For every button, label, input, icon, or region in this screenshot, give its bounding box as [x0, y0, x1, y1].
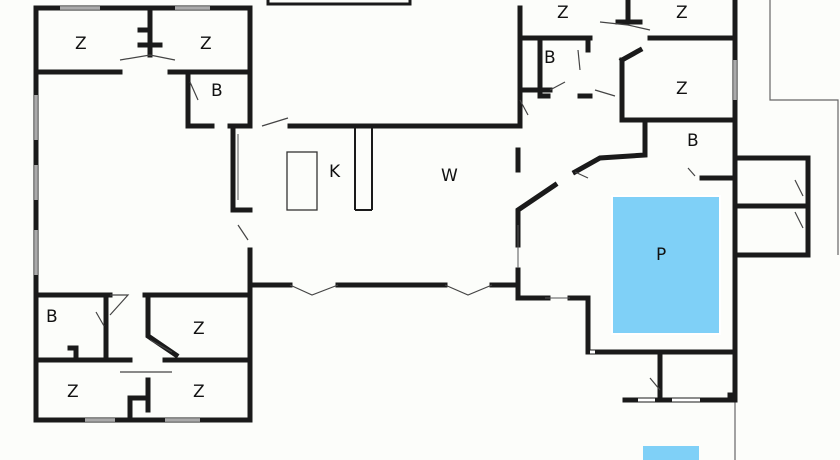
top-fragment [266, 0, 412, 6]
room-label-bedroom-2: Z [200, 34, 212, 54]
room-labels: Z Z B Z Z B Z B K W P B Z Z Z [46, 3, 699, 402]
room-label-bathroom-3: B [544, 48, 556, 68]
thin-walls [354, 126, 373, 211]
room-label-kitchen: K [329, 162, 341, 182]
room-label-bedroom-4: Z [67, 382, 79, 402]
boundary-lines [734, 0, 839, 460]
doors [95, 21, 804, 391]
kitchen-island [286, 151, 318, 211]
room-label-bedroom-3: Z [193, 319, 205, 339]
window-marks [35, 7, 736, 421]
room-label-pool: P [656, 245, 666, 265]
pool [611, 195, 721, 335]
room-label-bedroom-5: Z [193, 382, 205, 402]
room-label-living: W [441, 166, 458, 186]
room-label-bathroom-4: B [687, 131, 699, 151]
room-label-bathroom-1: B [211, 81, 223, 101]
room-label-bedroom-1: Z [75, 34, 87, 54]
room-label-bedroom-7: Z [557, 3, 569, 23]
blue-marker [643, 446, 699, 460]
room-label-bedroom-6: Z [676, 79, 688, 99]
room-label-bedroom-8: Z [676, 3, 688, 23]
room-label-bathroom-2: B [46, 307, 58, 327]
